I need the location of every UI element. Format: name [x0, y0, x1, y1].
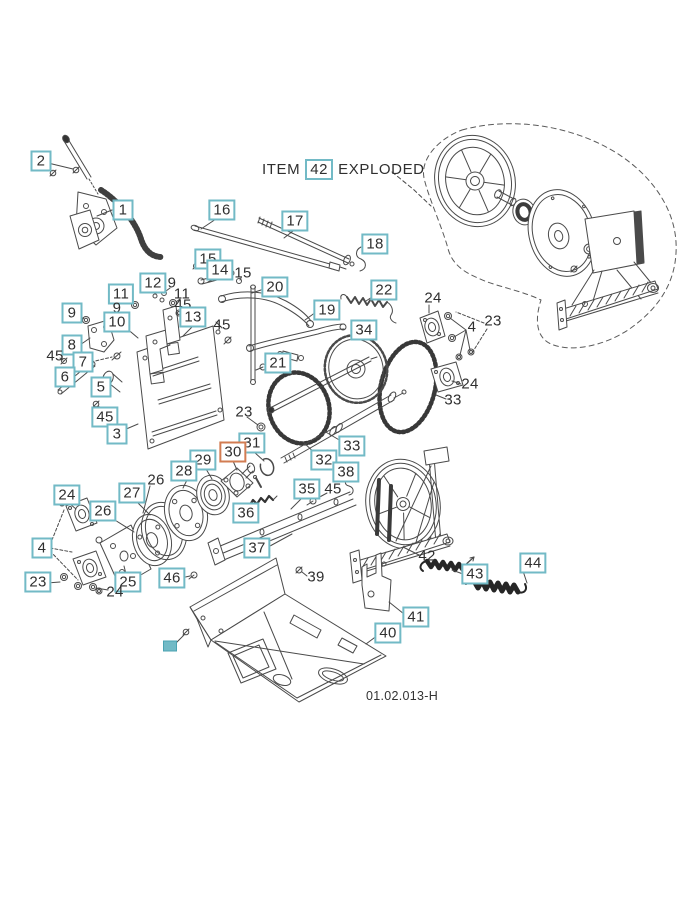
callout-35[interactable]: 35 [293, 478, 321, 500]
callout-38[interactable]: 38 [332, 461, 360, 483]
callout-9: 9 [112, 299, 122, 317]
callout-11: 11 [173, 285, 191, 303]
callout-27[interactable]: 27 [118, 482, 146, 504]
callout-32[interactable]: 32 [310, 449, 338, 471]
callout-18[interactable]: 18 [361, 233, 389, 255]
callout-15[interactable]: 15 [194, 248, 222, 270]
callout-26[interactable]: 26 [89, 500, 117, 522]
callout-12[interactable]: 12 [139, 272, 167, 294]
callout-7[interactable]: 7 [72, 351, 94, 373]
callout-19[interactable]: 19 [313, 299, 341, 321]
callout-40[interactable]: 40 [374, 622, 402, 644]
idler-arms [218, 284, 397, 385]
callout-23: 23 [484, 312, 502, 330]
callout-39: 39 [307, 568, 325, 586]
callout-41[interactable]: 41 [402, 606, 430, 628]
callout-45: 45 [46, 347, 64, 365]
callout-15: 15 [234, 264, 252, 282]
detail-title-prefix: ITEM [262, 161, 301, 178]
callout-25[interactable]: 25 [114, 571, 142, 593]
detail-bracket-stand [556, 210, 659, 331]
callout-24: 24 [461, 375, 479, 393]
callout-2[interactable]: 2 [30, 150, 52, 172]
callout-34[interactable]: 34 [350, 319, 378, 341]
callout-46[interactable]: 46 [158, 567, 186, 589]
callout-45: 45 [324, 480, 342, 498]
callout-8[interactable]: 8 [61, 334, 83, 356]
drawing-number: 01.02.013-H [366, 689, 439, 703]
callout-43[interactable]: 43 [461, 563, 489, 585]
detail-blob-outline [391, 123, 677, 349]
callout-37[interactable]: 37 [243, 537, 271, 559]
callout-3[interactable]: 3 [106, 423, 128, 445]
callout-5[interactable]: 5 [90, 376, 112, 398]
left-flange-cluster [46, 497, 135, 595]
callout-10[interactable]: 10 [103, 311, 131, 333]
callout-21[interactable]: 21 [264, 352, 292, 374]
callout-36[interactable]: 36 [232, 502, 260, 524]
callout-17[interactable]: 17 [281, 210, 309, 232]
callout-26: 26 [147, 471, 165, 489]
callout-9: 9 [167, 274, 177, 292]
lever-assembly [47, 134, 165, 260]
chains-and-axle [246, 333, 447, 506]
detail-spoked-pulley [434, 134, 516, 228]
callout-6[interactable]: 6 [54, 366, 76, 388]
callout-23: 23 [235, 403, 253, 421]
callout-33[interactable]: 33 [338, 435, 366, 457]
bracket-41 [361, 552, 405, 615]
callout-24: 24 [424, 289, 442, 307]
callout-28[interactable]: 28 [170, 460, 198, 482]
callout-33: 33 [444, 391, 462, 409]
callout-1[interactable]: 1 [112, 199, 134, 221]
callout-14[interactable]: 14 [206, 259, 234, 281]
belly-pan [175, 557, 387, 703]
detail-title-suffix: EXPLODED [338, 161, 425, 178]
callout-20[interactable]: 20 [261, 276, 289, 298]
callout-30[interactable]: 30 [219, 441, 247, 463]
item-42-hotspot[interactable]: 42 [305, 159, 334, 180]
callout-4[interactable]: 4 [31, 537, 53, 559]
callout-23[interactable]: 23 [24, 571, 52, 593]
callout-42: 42 [418, 547, 436, 565]
right-fastener-cluster [419, 304, 488, 393]
detail-shaft [494, 189, 517, 207]
callout-11[interactable]: 11 [107, 283, 135, 305]
callout-44[interactable]: 44 [519, 552, 547, 574]
callout-24: 24 [106, 583, 124, 601]
callout-22[interactable]: 22 [370, 279, 398, 301]
callout-4: 4 [467, 318, 477, 336]
callout-9[interactable]: 9 [61, 302, 83, 324]
callout-24[interactable]: 24 [53, 484, 81, 506]
callout-45: 45 [213, 316, 231, 334]
callout-16[interactable]: 16 [208, 199, 236, 221]
callout-13[interactable]: 13 [179, 306, 207, 328]
detail-title: ITEM 42 EXPLODED [262, 159, 425, 180]
callout-45[interactable]: 45 [91, 406, 119, 428]
callout-marker[interactable] [163, 640, 177, 652]
frame-plate-and-brackets [57, 287, 232, 450]
